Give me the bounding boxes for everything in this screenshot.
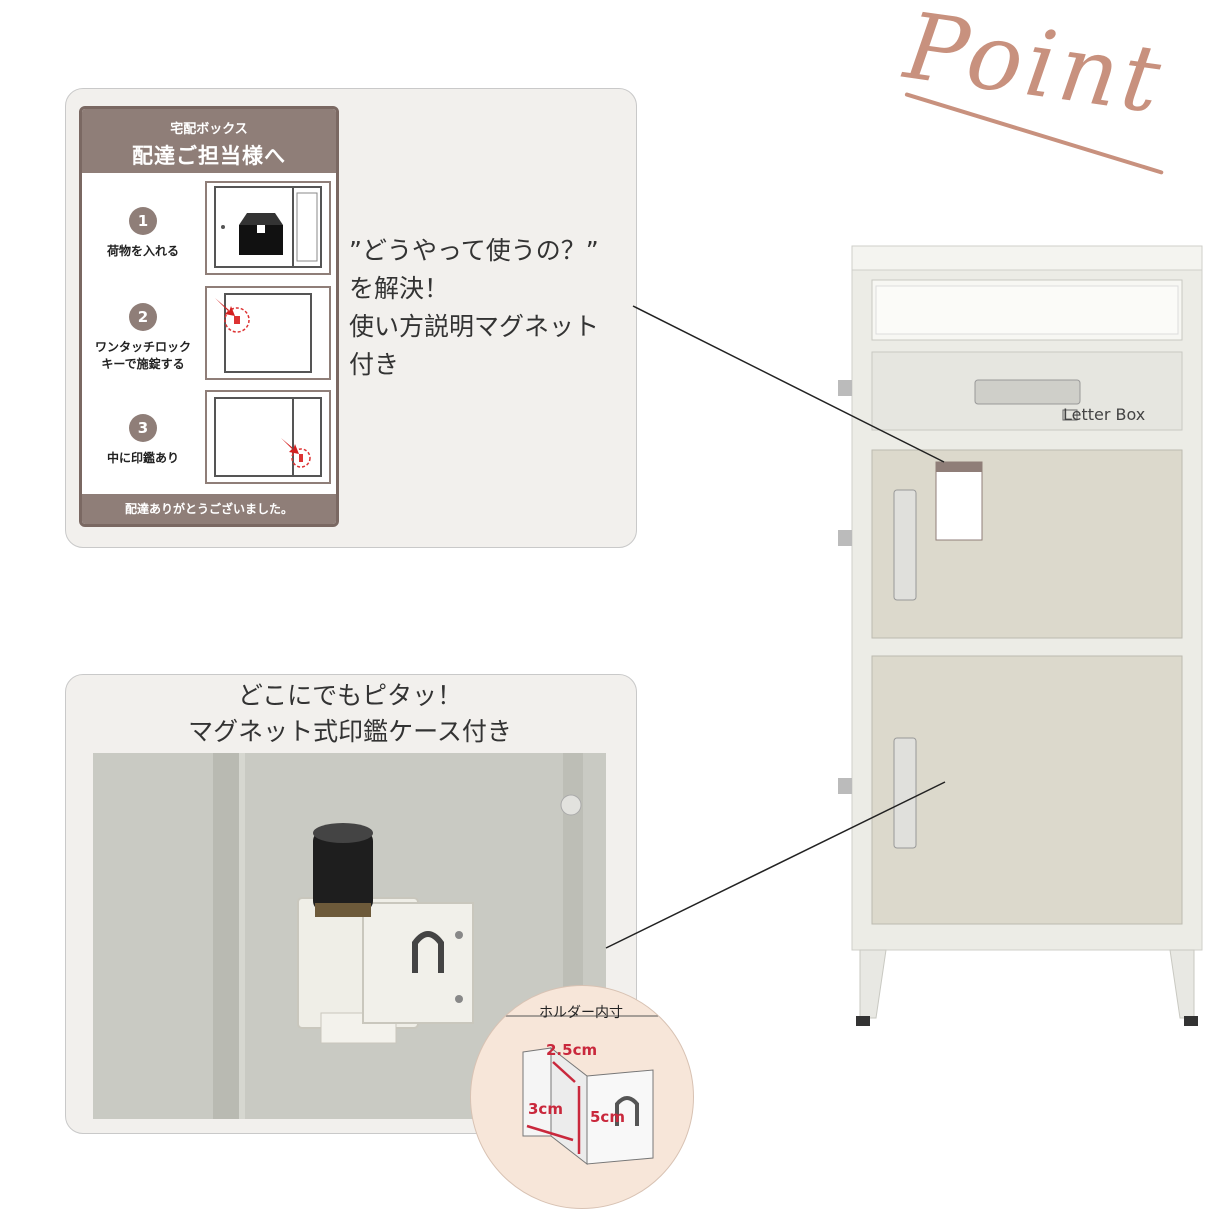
seal-icon (313, 831, 373, 911)
step-3: 3 中に印鑑あり (82, 414, 204, 467)
delivery-box-product (830, 240, 1220, 1040)
envelope-icon (1062, 409, 1078, 421)
step-1-illustration (205, 181, 331, 275)
seal-case-caption: どこにでもピタッ！ マグネット式印鑑ケース付き (65, 678, 635, 750)
step-2: 2 ワンタッチロック キーで施錠する (82, 303, 204, 373)
magnet-caption: ”どうやって使うの？” を解決！ 使い方説明マグネット 付き (349, 232, 599, 384)
letter-box-label: Letter Box (1063, 405, 1146, 424)
step-label: ワンタッチロック (94, 340, 191, 354)
point-logo: Point (898, 0, 1171, 135)
dimension-height: 5cm (590, 1108, 625, 1126)
step-3-illustration (205, 390, 331, 484)
magnet-footer: 配達ありがとうございました。 (82, 494, 336, 524)
step-number: 3 (129, 414, 157, 442)
caption-line: どこにでもピタッ！ (237, 681, 463, 710)
step-label: 中に印鑑あり (106, 451, 179, 465)
dimension-width: 2.5cm (546, 1041, 598, 1059)
caption-line: ”どうやって使うの？” (349, 236, 599, 265)
step-label: キーで施錠する (101, 357, 185, 371)
instruction-magnet-small (935, 461, 983, 541)
caption-line: 使い方説明マグネット (349, 312, 600, 341)
step-label: 荷物を入れる (106, 244, 179, 258)
seal-icon (299, 454, 303, 462)
instruction-magnet: 宅配ボックス 配達ご担当様へ 1 荷物を入れる 2 ワンタッチロック キーで施錠… (79, 106, 339, 527)
magnet-title: 配達ご担当様へ (132, 144, 286, 168)
arrow-icon (281, 438, 299, 454)
lock-icon (234, 316, 240, 324)
magnet-header: 宅配ボックス 配達ご担当様へ (82, 109, 336, 173)
caption-line: 付き (349, 350, 400, 379)
step-1: 1 荷物を入れる (82, 207, 204, 260)
caption-line: を解決！ (349, 274, 450, 303)
dimension-depth: 3cm (528, 1100, 563, 1118)
holder-dimension-inset (470, 985, 694, 1209)
magnet-subtitle: 宅配ボックス (170, 122, 248, 137)
holder-inner-size-title: ホルダー内寸 (539, 1005, 623, 1021)
step-2-illustration (205, 286, 331, 380)
step-number: 2 (129, 303, 157, 331)
arrow-icon (215, 298, 235, 316)
caption-line: マグネット式印鑑ケース付き (188, 717, 512, 746)
step-number: 1 (129, 207, 157, 235)
